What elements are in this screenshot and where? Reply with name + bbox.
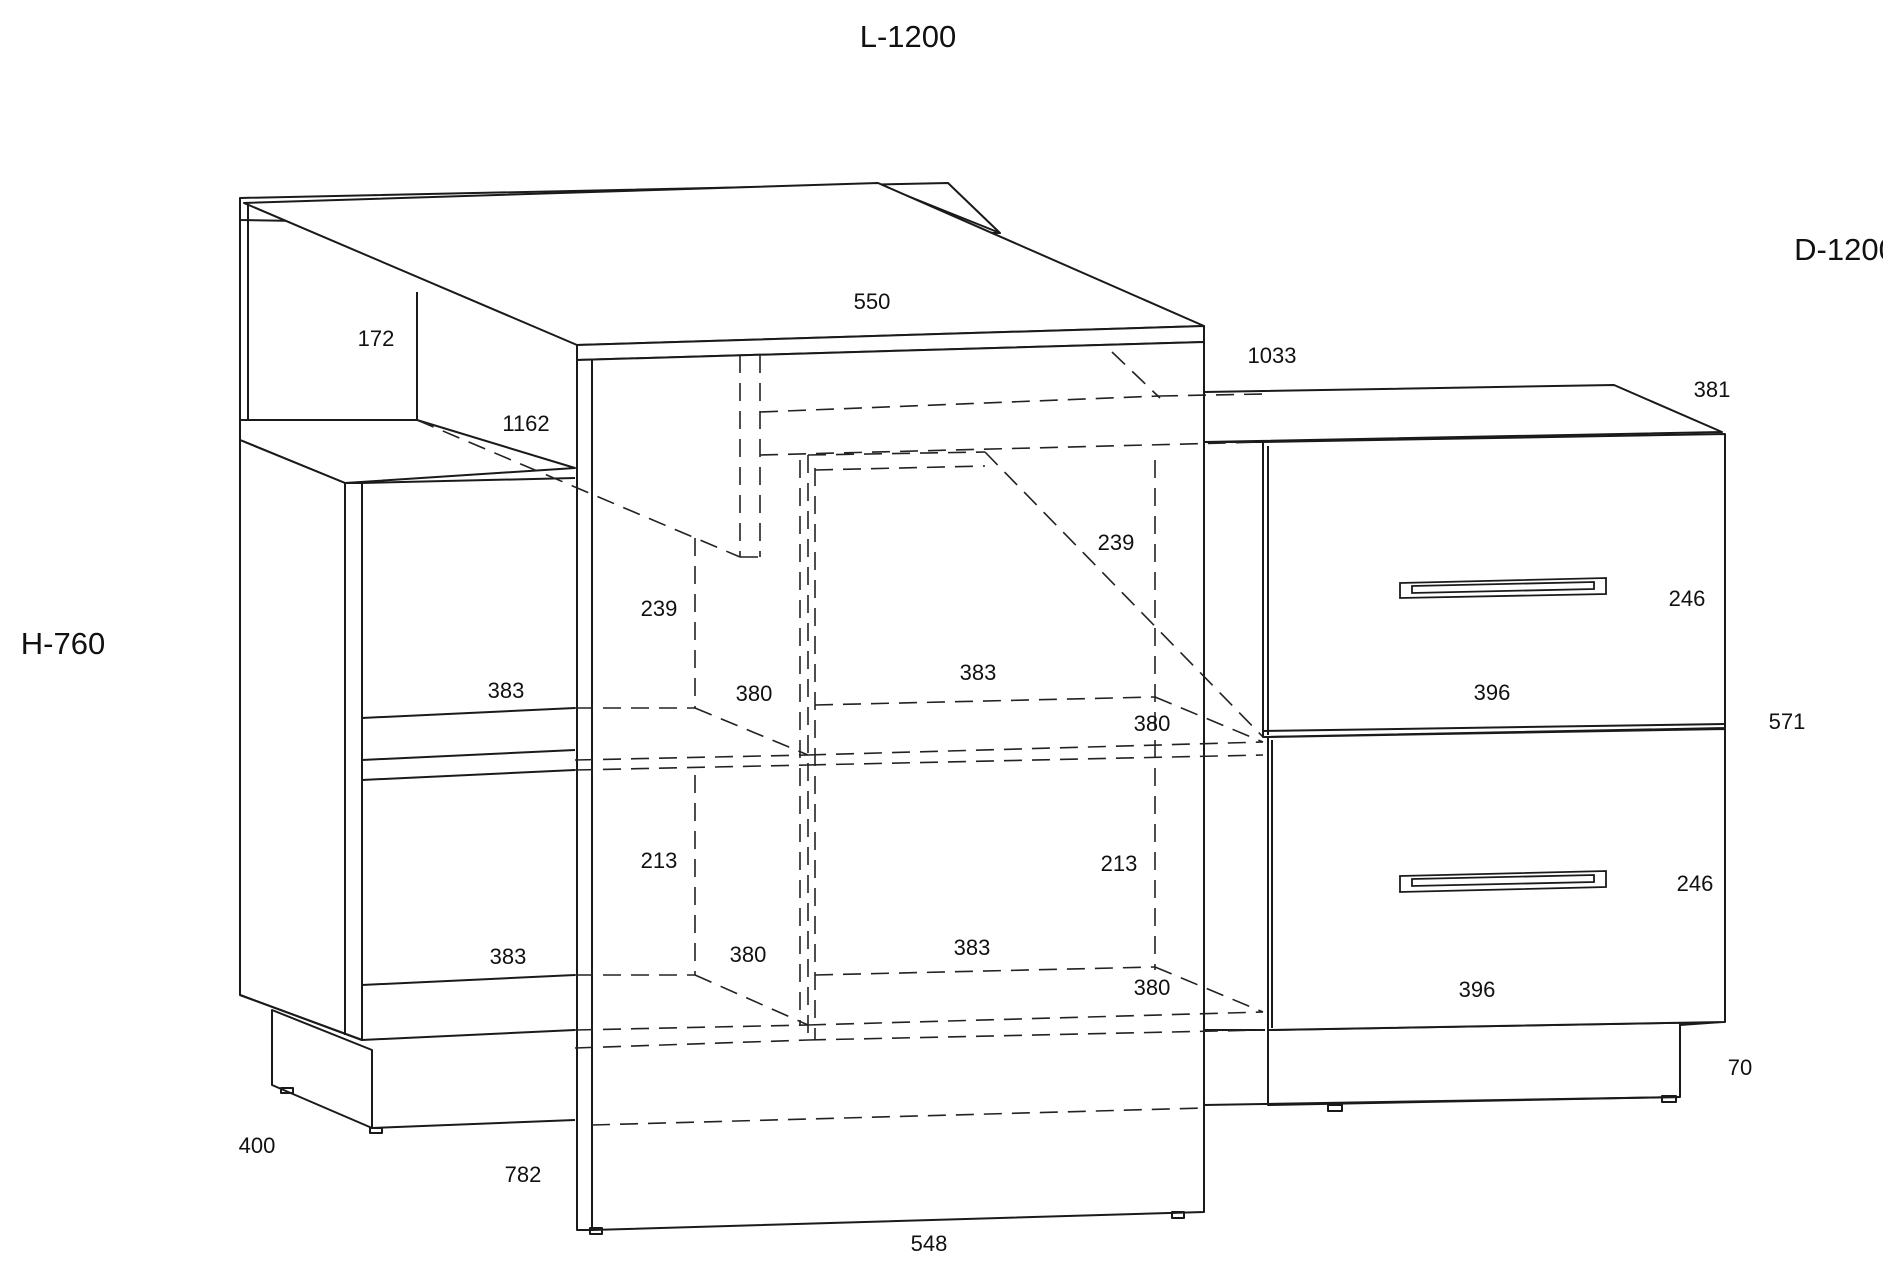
dim-shelf-right-lower-depth: 380	[1134, 975, 1171, 1000]
dim-drawer-unit-height: 571	[1769, 709, 1806, 734]
dim-drawer-unit-depth: 381	[1694, 377, 1731, 402]
dim-niche-lower-left-height: 213	[641, 848, 678, 873]
hidden-lines	[416, 351, 1264, 1126]
drawer-top-handle	[1399, 577, 1607, 599]
dim-shelf-right-upper-depth: 380	[1134, 711, 1171, 736]
drawer-unit-carcass	[1203, 384, 1723, 1112]
dim-front-panel-width: 548	[911, 1231, 948, 1256]
desk-top	[243, 182, 1205, 361]
dim-drawer-top-height: 246	[1669, 586, 1706, 611]
dim-shelf-left-upper-width: 383	[488, 678, 525, 703]
front-panel	[576, 341, 1205, 1235]
dim-upper-shelf-height: 172	[358, 326, 395, 351]
dim-left-depth: 400	[239, 1133, 276, 1158]
dim-drawer-bottom-width: 396	[1459, 977, 1496, 1002]
dim-niche-upper-right-height: 239	[1098, 530, 1135, 555]
dim-shelf-center-lower-width: 383	[954, 935, 991, 960]
dim-top-length: 1162	[502, 411, 549, 436]
dim-shelf-center-upper-width: 383	[960, 660, 997, 685]
dim-niche-upper-left-height: 239	[641, 596, 678, 621]
overall-length-label: L-1200	[860, 19, 957, 54]
dim-shelf-left-lower-depth: 380	[730, 942, 767, 967]
dim-shelf-left-upper-depth: 380	[736, 681, 773, 706]
dim-niche-lower-right-height: 213	[1101, 851, 1138, 876]
overall-depth-label: D-1200	[1794, 232, 1883, 267]
dim-side-length: 1033	[1248, 343, 1297, 368]
dim-drawer-bottom-height: 246	[1677, 871, 1714, 896]
drawer-bottom-handle	[1399, 870, 1607, 893]
dim-plinth-height: 70	[1728, 1055, 1752, 1080]
dim-front-panel-depth: 782	[505, 1162, 542, 1187]
left-shelf-unit	[239, 419, 576, 1134]
dim-shelf-left-lower-width: 383	[490, 944, 527, 969]
overall-height-label: H-760	[21, 626, 105, 661]
dim-drawer-top-width: 396	[1474, 680, 1511, 705]
dim-top-width: 550	[854, 289, 891, 314]
